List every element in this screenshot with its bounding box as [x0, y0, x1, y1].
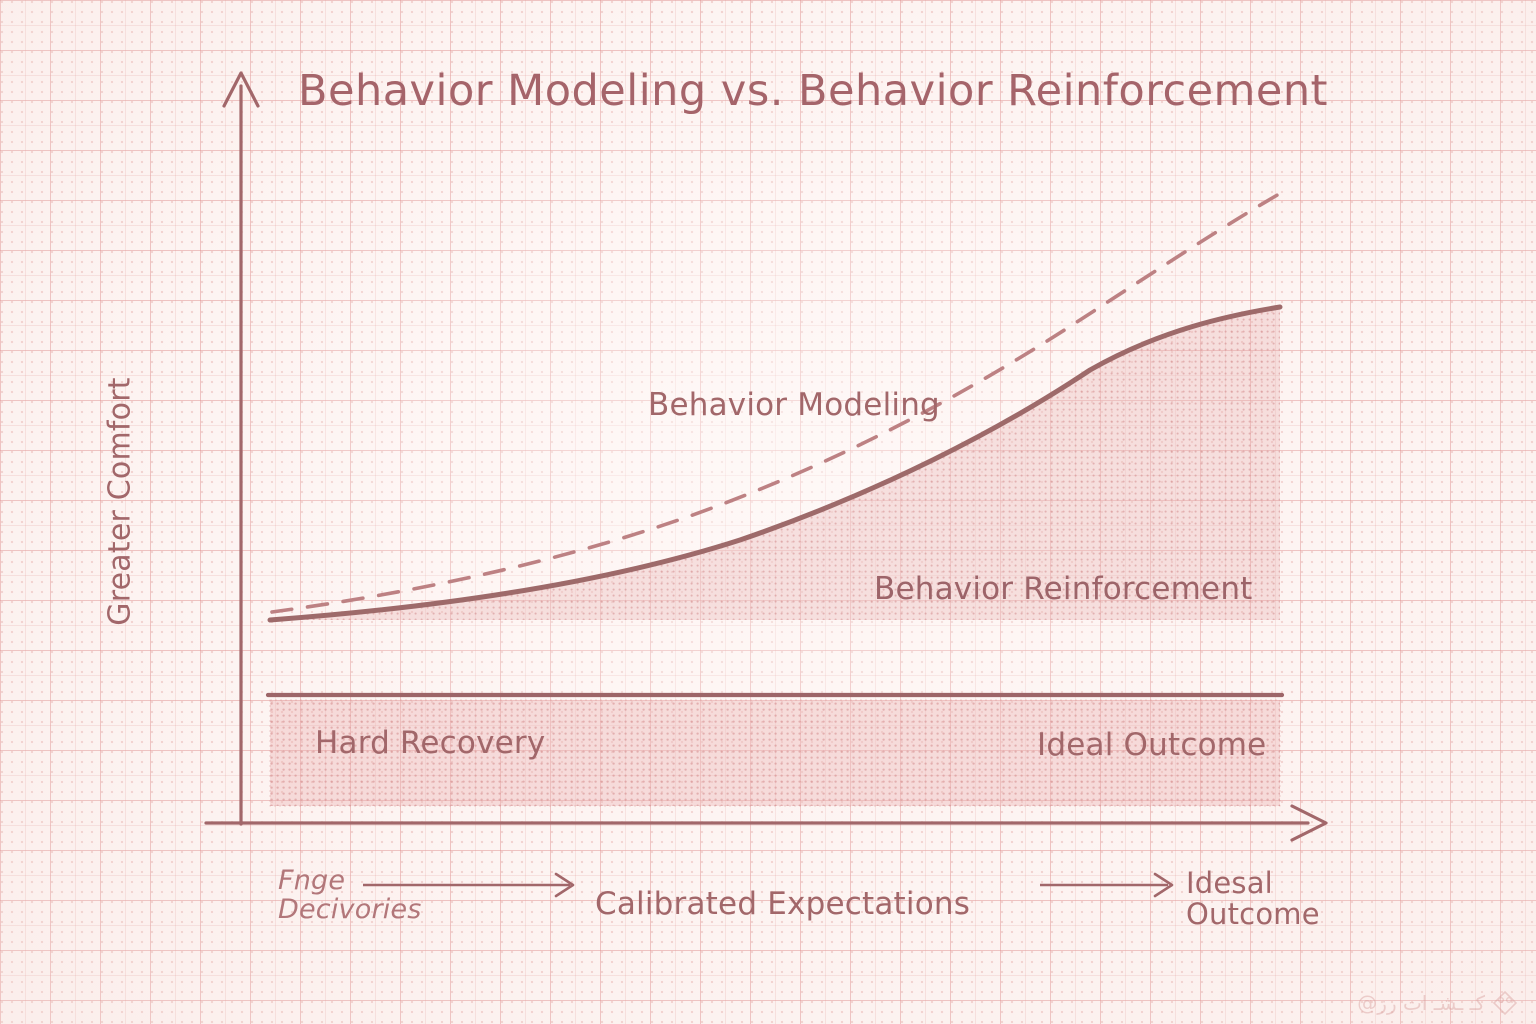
y-axis-label: Greater Comfort — [102, 377, 138, 626]
band-label-ideal-outcome: Ideal Outcome — [1037, 727, 1267, 763]
start-annotation-arrow-icon — [554, 872, 575, 898]
x-axis-arrow-icon — [1290, 804, 1328, 842]
x-axis-start-label: Fnge Decivories — [278, 865, 422, 926]
page-title: Behavior Modeling vs. Behavior Reinforce… — [298, 66, 1329, 116]
series-label-behavior-reinforcement: Behavior Reinforcement — [874, 571, 1253, 607]
watermark: کـ ـشـ ات رز@ — [1357, 990, 1518, 1016]
diamond-logo-icon — [1492, 990, 1518, 1016]
watermark-text: کـ ـشـ ات رز@ — [1357, 991, 1485, 1015]
behavior-modeling-curve — [270, 188, 1288, 614]
series-label-behavior-modeling: Behavior Modeling — [648, 387, 940, 423]
x-axis-end-label: Idesal Outcome — [1186, 866, 1320, 932]
behavior-reinforcement-curve — [267, 304, 1283, 623]
y-axis-arrow-icon — [222, 71, 260, 108]
hard-recovery-band — [269, 699, 1281, 807]
reinforcement-area-fill — [270, 307, 1280, 620]
x-axis-mid-label: Calibrated Expectations — [595, 886, 971, 922]
end-annotation-arrow-icon — [1153, 872, 1174, 898]
band-label-hard-recovery: Hard Recovery — [315, 725, 546, 761]
